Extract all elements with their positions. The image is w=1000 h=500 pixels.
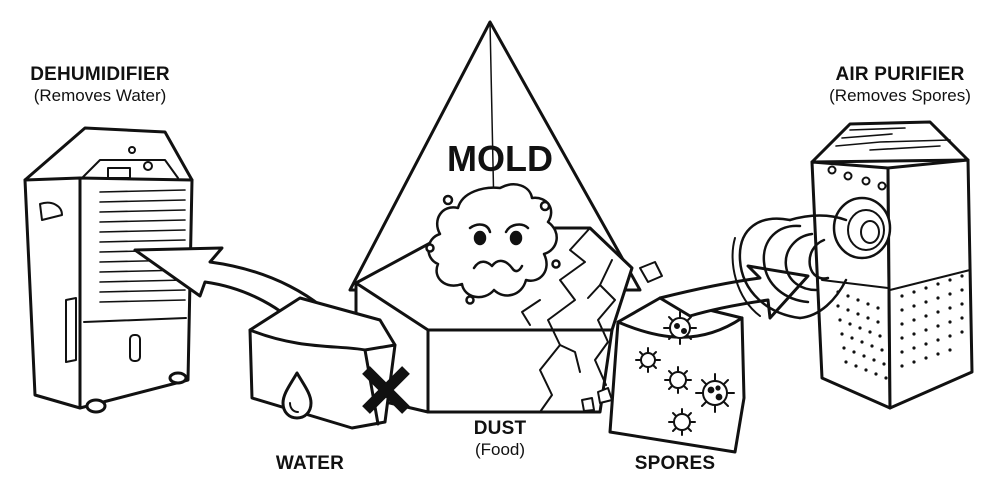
dehumidifier-title: DEHUMIDIFIER xyxy=(30,64,170,85)
x-mark-icon xyxy=(362,366,410,414)
dust-subtitle: (Food) xyxy=(474,439,526,459)
air-purifier-subtitle: (Removes Spores) xyxy=(829,85,971,105)
water-block xyxy=(248,296,397,430)
air-purifier-icon xyxy=(810,120,974,410)
mold-creature-icon xyxy=(425,183,561,305)
spores-label: SPORES xyxy=(610,453,740,475)
spores-title: SPORES xyxy=(634,453,716,474)
dehumidifier-icon xyxy=(23,126,194,414)
dehumidifier-label: DEHUMIDIFIER (Removes Water) xyxy=(0,64,200,105)
dehumidifier-subtitle: (Removes Water) xyxy=(33,85,167,105)
dust-title: DUST xyxy=(473,418,527,439)
air-purifier-title: AIR PURIFIER xyxy=(835,64,965,85)
dust-label: DUST (Food) xyxy=(440,418,560,459)
water-title: WATER xyxy=(275,453,345,474)
mold-label: MOLD xyxy=(447,138,553,179)
air-vortex-icon xyxy=(731,214,848,320)
spore-icon xyxy=(635,311,735,436)
arrow-spores-to-purifier xyxy=(658,264,810,320)
water-label: WATER xyxy=(250,453,370,475)
air-purifier-label: AIR PURIFIER (Removes Spores) xyxy=(800,64,1000,105)
